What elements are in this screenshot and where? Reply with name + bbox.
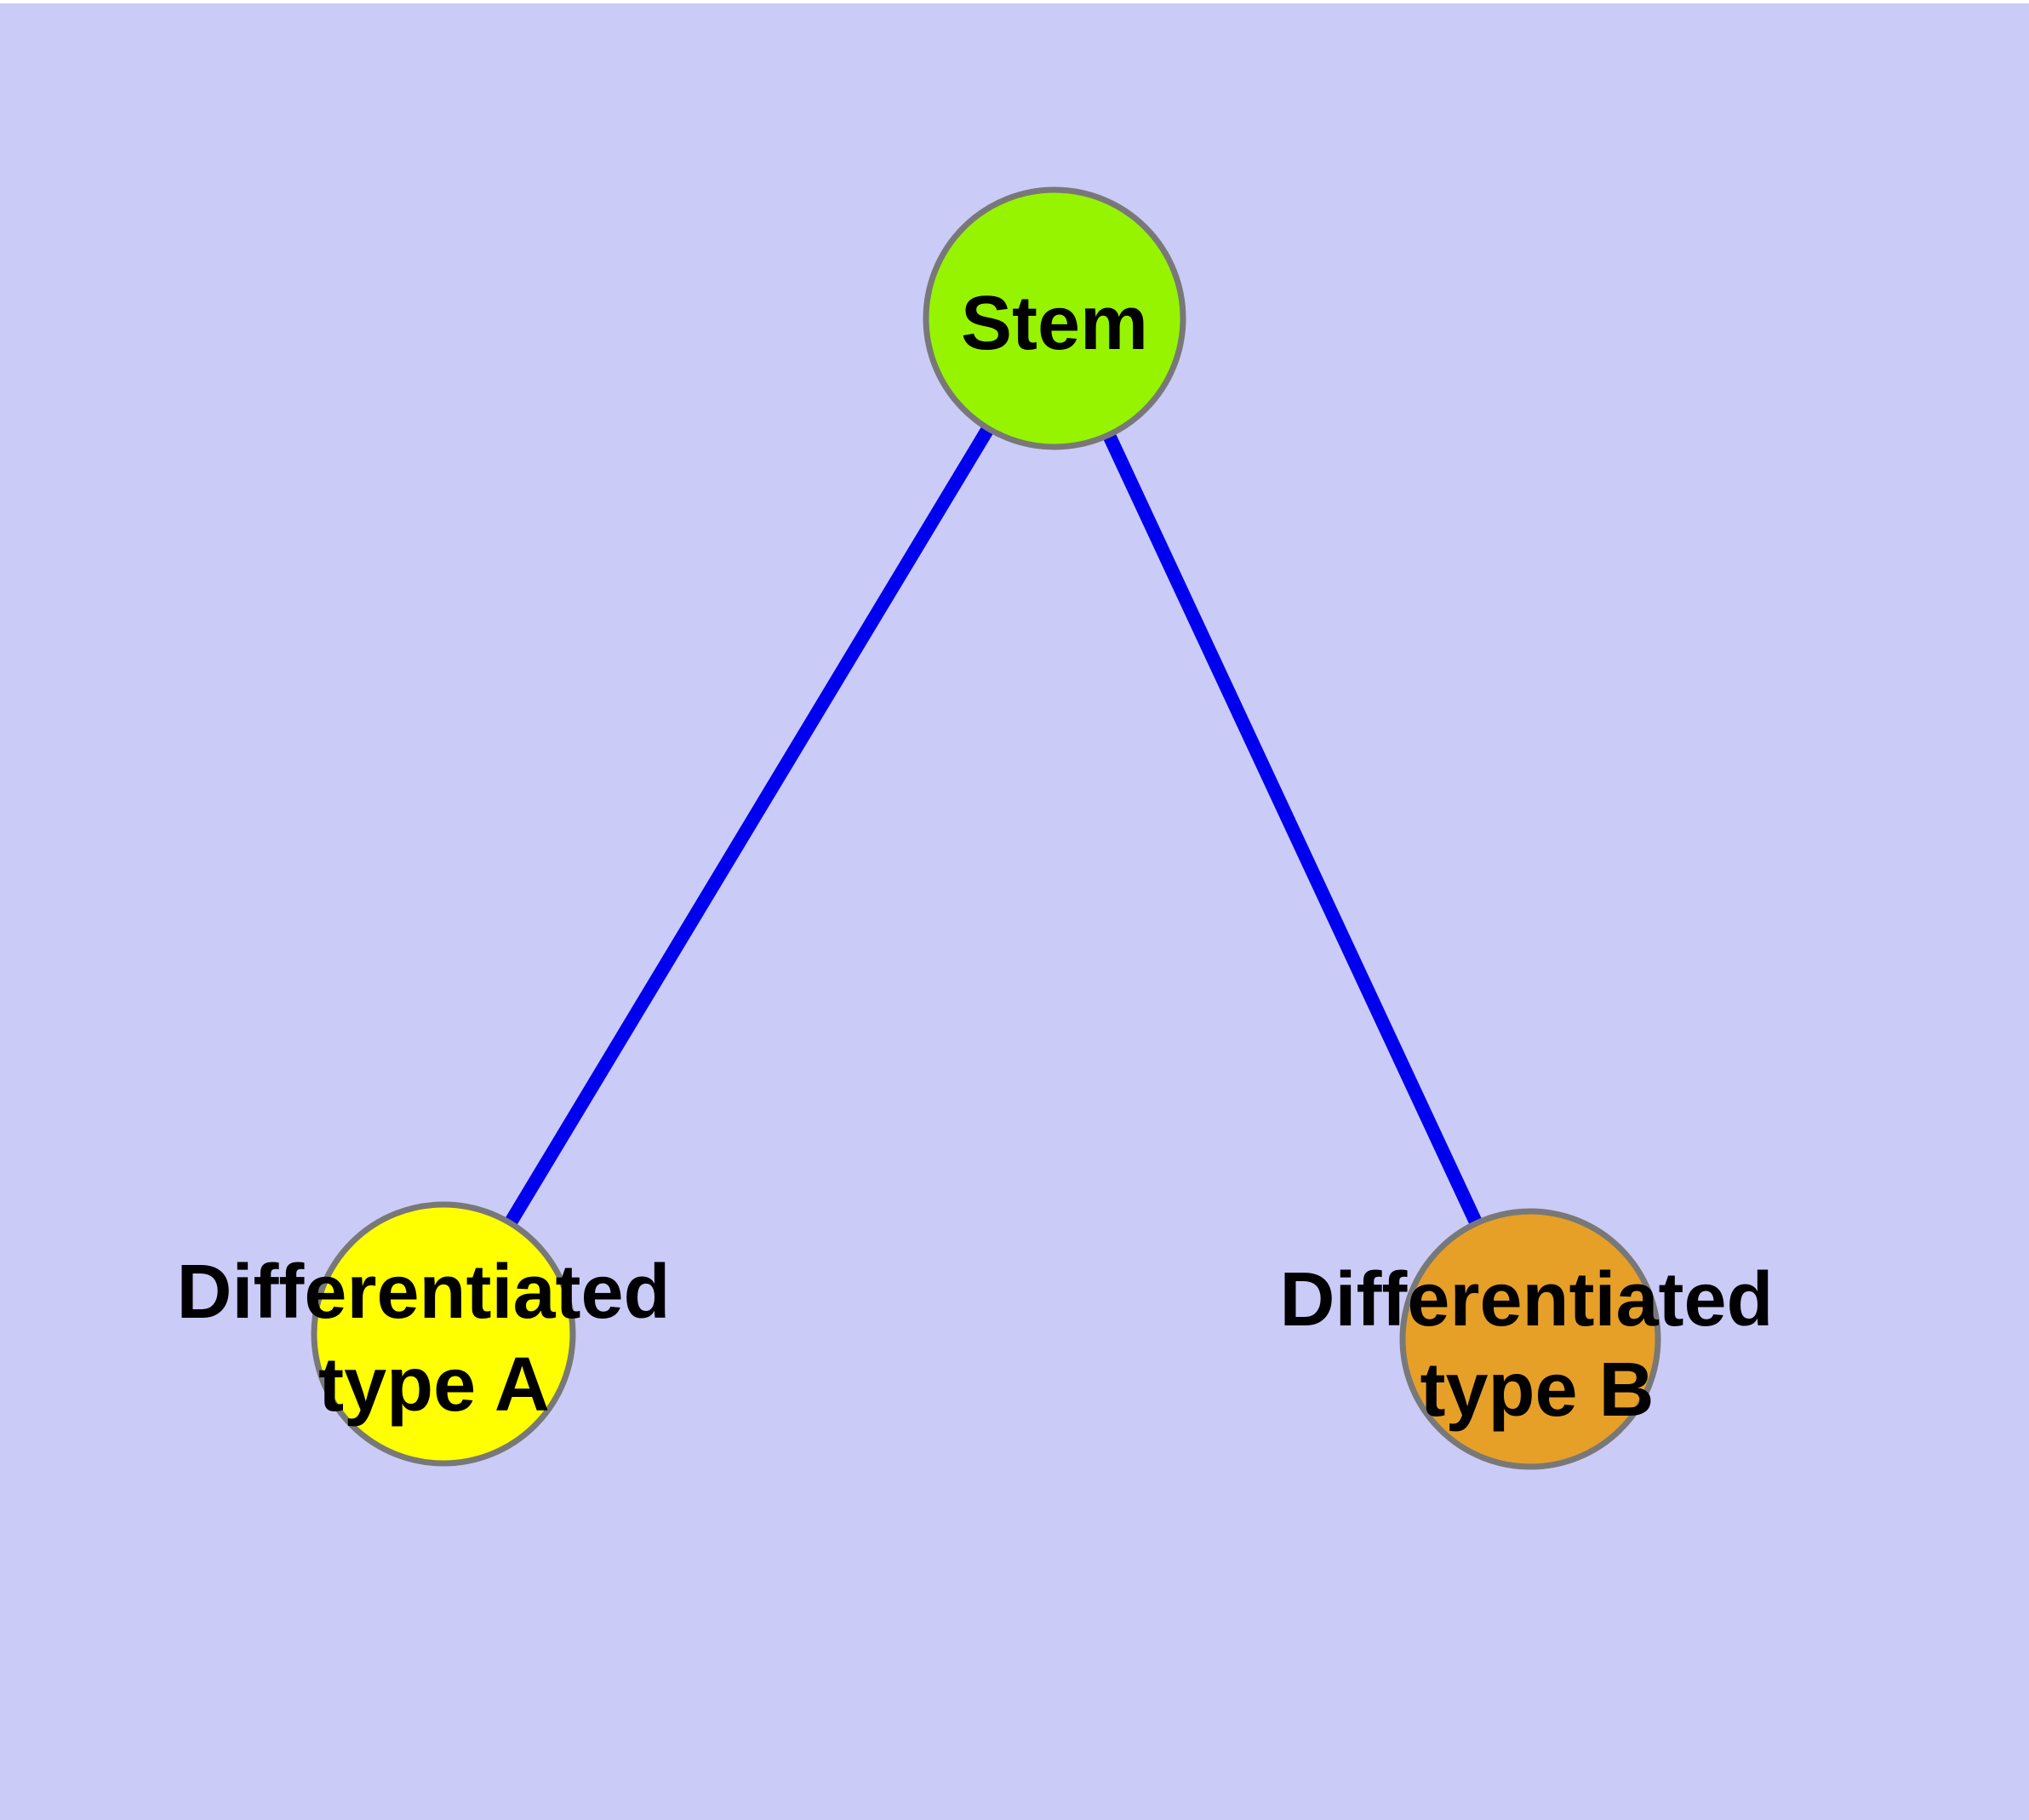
node-differentiated-type-b-label-line2: type B [1420,1348,1654,1433]
edge-stem-to-type-a [437,314,1060,1338]
node-stem [923,186,1186,450]
node-differentiated-type-b [1399,1208,1661,1470]
node-differentiated-type-a-label-line1: Differentiated [176,1250,670,1335]
node-stem-label: Stem [961,281,1148,366]
node-differentiated-type-b-label-line1: Differentiated [1279,1257,1773,1342]
edge-stem-to-type-b [1048,315,1537,1342]
node-differentiated-type-b-label: Differentiated type B [1279,1257,1794,1433]
node-differentiated-type-a-label: Differentiated type A [176,1250,691,1428]
node-differentiated-type-a-label-line2: type A [318,1342,550,1428]
node-differentiated-type-a [311,1201,576,1467]
